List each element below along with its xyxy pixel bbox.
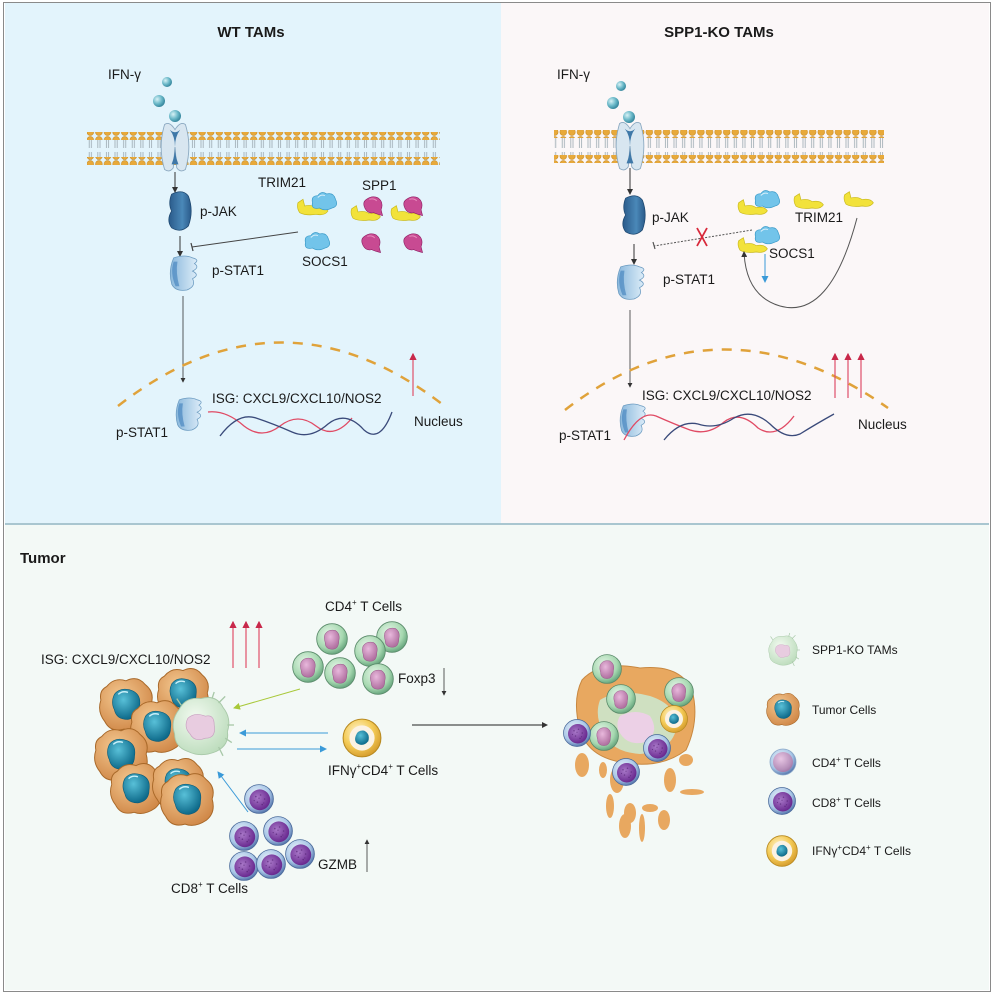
ko-isg-label: ISG: CXCL9/CXCL10/NOS2	[642, 388, 812, 403]
cd8-t-cell-group	[229, 784, 315, 881]
legend-spp1-ko-tams-label: SPP1-KO TAMs	[812, 643, 898, 657]
gzmb-label: GZMB	[318, 857, 357, 872]
wt-panel-title: WT TAMs	[217, 24, 284, 41]
ko-trim21-free-icon	[843, 191, 874, 207]
cell-membrane	[87, 132, 440, 165]
ifng-cd4-cells-label: IFNγ+CD4+ T Cells	[328, 762, 438, 778]
p-jak-label: p-JAK	[200, 204, 237, 219]
ifn-gamma-label: IFN-γ	[108, 67, 141, 82]
isg-label: ISG: CXCL9/CXCL10/NOS2	[212, 391, 382, 406]
legend-cd8-t-cells-label: CD8+ T Cells	[812, 795, 881, 810]
spp1-free-icon	[361, 233, 382, 254]
legend-cd8-t-cell-icon	[768, 787, 796, 815]
spp1-label: SPP1	[362, 178, 397, 193]
socs1-label: SOCS1	[302, 254, 348, 269]
foxp3-label: Foxp3	[398, 671, 436, 686]
p-stat1-label: p-STAT1	[212, 263, 264, 278]
ko-trim21-label: TRIM21	[795, 210, 843, 225]
ifng-cd4-t-cell-icon	[342, 718, 382, 758]
ko-p-jak-label: p-JAK	[652, 210, 689, 225]
tumor-panel	[5, 524, 989, 990]
nuclear-envelope	[117, 341, 443, 407]
cd8-to-tam-arrow	[217, 771, 249, 813]
ko-cell-membrane	[554, 130, 884, 163]
legend-tumor-cells-label: Tumor Cells	[812, 703, 876, 717]
figure-frame	[3, 2, 991, 992]
ko-p-stat1-icon	[616, 264, 645, 300]
dna-helix	[207, 411, 393, 437]
panel-divider	[5, 523, 989, 525]
legend-ifng-cd4-t-cell-icon	[766, 835, 798, 867]
ko-socs1-bound-icon	[754, 189, 781, 209]
ifn-gamma-molecules	[153, 77, 181, 122]
ko-p-stat1-nuclear-icon	[619, 403, 646, 437]
ko-dna-helix	[623, 413, 835, 441]
p-stat1-nuclear-label: p-STAT1	[116, 425, 168, 440]
legend-cd4-t-cells-label: CD4+ T Cells	[812, 755, 881, 770]
ko-p-stat1-label: p-STAT1	[663, 272, 715, 287]
ko-nucleus-label: Nucleus	[858, 417, 907, 432]
ko-ifn-gamma-label: IFN-γ	[557, 67, 590, 82]
tumor-isg-label: ISG: CXCL9/CXCL10/NOS2	[41, 652, 211, 667]
legend: SPP1-KO TAMs Tumor Cells CD4+ T Cells CD…	[766, 632, 911, 867]
trim21-recycling-arrow	[741, 217, 858, 309]
legend-tumor-cell-icon	[766, 692, 800, 726]
ko-p-stat1-nuclear-label: p-STAT1	[559, 428, 611, 443]
cd4-cells-label: CD4+ T Cells	[325, 598, 402, 614]
result-tam-nucleus	[617, 712, 655, 744]
legend-cd4-t-cell-icon	[769, 748, 797, 776]
ko-ifn-gamma-molecules	[607, 81, 635, 123]
p-stat1-nuclear-icon	[175, 397, 202, 431]
spp1-free-icon	[403, 233, 424, 254]
p-jak-icon	[168, 191, 192, 231]
wt-tams-panel	[5, 3, 501, 523]
legend-ifng-cd4-t-cells-label: IFNγ+CD4+ T Cells	[812, 843, 911, 858]
ko-socs1-label: SOCS1	[769, 246, 815, 261]
socs1-bound-icon	[311, 191, 338, 211]
nucleus-label: Nucleus	[414, 414, 463, 429]
ko-nuclear-envelope	[564, 348, 889, 411]
ko-isg-up-arrows	[831, 352, 865, 398]
tumor-fragments	[575, 753, 704, 842]
ko-ifn-receptor-icon	[615, 122, 645, 171]
ko-trim21-free-icon	[793, 193, 824, 209]
trim21-label: TRIM21	[258, 175, 306, 190]
legend-spp1-ko-tam-icon	[768, 632, 800, 667]
tumor-panel-title: Tumor	[20, 550, 66, 567]
cd4-t-cell-group	[292, 621, 408, 695]
cd8-cells-label: CD8+ T Cells	[171, 880, 248, 896]
cd4-to-tam-arrow	[233, 688, 301, 710]
p-stat1-icon	[169, 255, 198, 291]
tumor-isg-up-arrows	[229, 620, 263, 668]
ko-socs1-complex-icon	[754, 225, 781, 245]
ko-panel-title: SPP1-KO TAMs	[664, 24, 774, 41]
blocked-x-icon	[696, 227, 708, 247]
socs1-free-icon	[304, 231, 331, 251]
ifn-receptor-icon	[160, 123, 190, 172]
socs1-inhibition-line	[190, 231, 299, 252]
ko-p-jak-icon	[622, 195, 646, 235]
